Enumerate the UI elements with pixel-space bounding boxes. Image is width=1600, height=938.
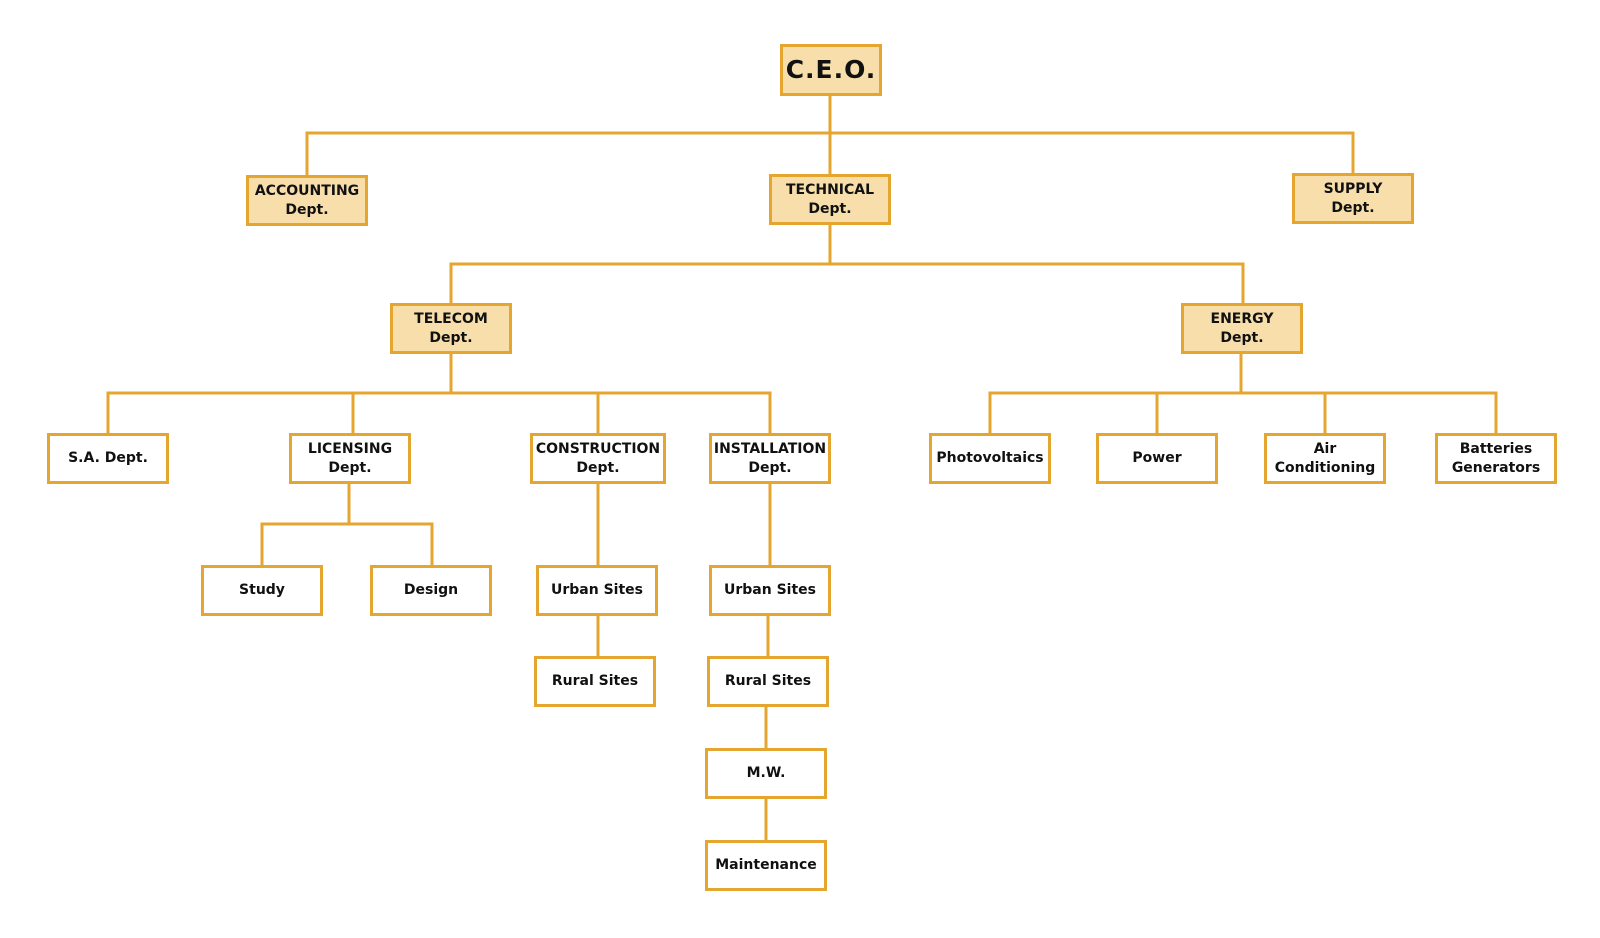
node-installation-urban-sites-label: Urban Sites	[724, 582, 816, 598]
connector-installation	[764, 482, 772, 842]
connector-telecom	[106, 352, 772, 435]
node-construction-rural-sites-label: Rural Sites	[551, 673, 639, 689]
node-power: Power	[1096, 433, 1218, 484]
node-construction-rural-sites: Rural Sites	[534, 656, 656, 707]
node-construction: CONSTRUCTION Dept.	[530, 433, 666, 484]
node-installation-rural-sites: Rural Sites	[707, 656, 829, 707]
node-sa-label: S.A. Dept.	[68, 450, 148, 466]
node-energy-title: ENERGY	[1210, 310, 1274, 327]
node-construction-subtitle: Dept.	[576, 459, 620, 476]
node-photovoltaics: Photovoltaics	[929, 433, 1051, 484]
node-licensing-title: LICENSING	[307, 440, 393, 457]
node-telecom-title: TELECOM	[414, 310, 488, 327]
node-licensing-subtitle: Dept.	[328, 459, 372, 476]
node-air-conditioning-title: Air	[1313, 440, 1337, 457]
connector-energy	[988, 352, 1498, 435]
node-energy-subtitle: Dept.	[1220, 329, 1264, 346]
node-technical-title: TECHNICAL	[785, 181, 875, 198]
node-power-label: Power	[1132, 450, 1182, 466]
node-construction-urban-sites-label: Urban Sites	[551, 582, 643, 598]
node-study-label: Study	[239, 582, 285, 598]
node-accounting: ACCOUNTING Dept.	[246, 175, 368, 226]
node-energy: ENERGY Dept.	[1181, 303, 1303, 354]
node-air-conditioning: Air Conditioning	[1264, 433, 1386, 484]
connector-ceo	[305, 94, 1355, 177]
node-mw-label: M.W.	[746, 765, 786, 781]
node-supply-title: SUPPLY	[1323, 180, 1383, 197]
node-air-conditioning-subtitle: Conditioning	[1274, 459, 1376, 476]
node-telecom: TELECOM Dept.	[390, 303, 512, 354]
node-sa: S.A. Dept.	[47, 433, 169, 484]
node-batteries-generators: Batteries Generators	[1435, 433, 1557, 484]
node-supply: SUPPLY Dept.	[1292, 173, 1414, 224]
node-generators-subtitle: Generators	[1451, 459, 1541, 476]
node-supply-subtitle: Dept.	[1331, 199, 1375, 216]
node-accounting-title: ACCOUNTING	[254, 182, 360, 199]
node-accounting-subtitle: Dept.	[285, 201, 329, 218]
node-installation-rural-sites-label: Rural Sites	[724, 673, 812, 689]
node-photovoltaics-label: Photovoltaics	[936, 450, 1044, 466]
node-installation-title: INSTALLATION	[713, 440, 827, 457]
node-technical: TECHNICAL Dept.	[769, 174, 891, 225]
node-telecom-subtitle: Dept.	[429, 329, 473, 346]
node-mw: M.W.	[705, 748, 827, 799]
node-ceo-label: C.E.O.	[785, 55, 877, 84]
node-design: Design	[370, 565, 492, 616]
node-construction-title: CONSTRUCTION	[535, 440, 661, 457]
node-technical-subtitle: Dept.	[808, 200, 852, 217]
connector-technical	[449, 223, 1245, 305]
node-maintenance: Maintenance	[705, 840, 827, 891]
node-installation-urban-sites: Urban Sites	[709, 565, 831, 616]
node-maintenance-label: Maintenance	[715, 857, 817, 873]
node-construction-urban-sites: Urban Sites	[536, 565, 658, 616]
node-installation-subtitle: Dept.	[748, 459, 792, 476]
node-ceo: C.E.O.	[780, 44, 882, 96]
node-licensing: LICENSING Dept.	[289, 433, 411, 484]
node-design-label: Design	[403, 582, 459, 598]
connector-licensing	[260, 482, 434, 567]
node-study: Study	[201, 565, 323, 616]
node-installation: INSTALLATION Dept.	[709, 433, 831, 484]
node-batteries-title: Batteries	[1459, 440, 1533, 457]
